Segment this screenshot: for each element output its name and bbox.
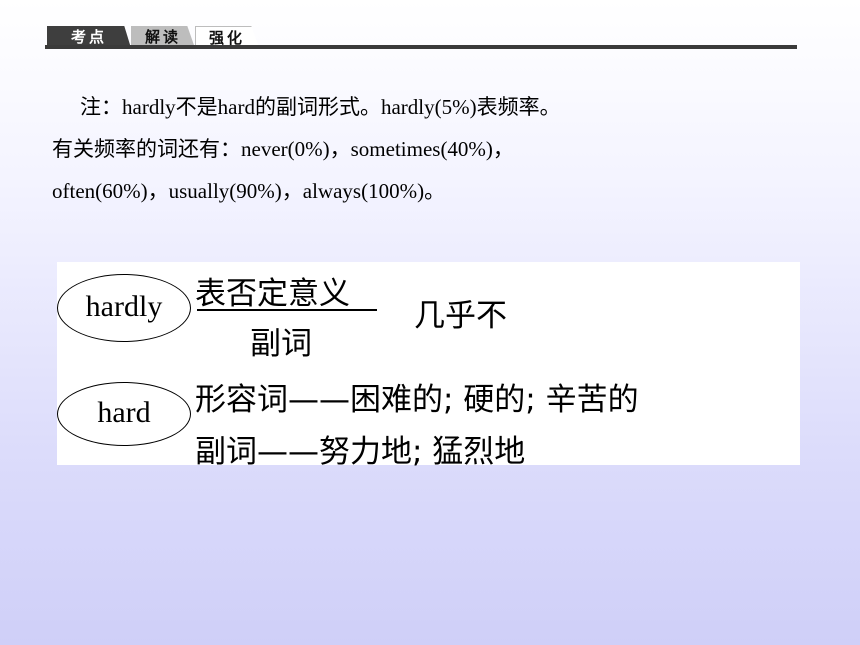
hardly-ellipse: hardly xyxy=(57,274,191,342)
fraction-line xyxy=(197,309,377,311)
tab-kaodian: 考点 xyxy=(47,26,131,48)
hardly-meaning: 几乎不 xyxy=(414,298,507,334)
note-line-3: often(60%)，usually(90%)，always(100%)。 xyxy=(52,179,446,203)
hardly-denominator: 副词 xyxy=(250,326,312,362)
tab-divider-line xyxy=(45,45,797,49)
hard-adjective-line: 形容词——困难的; 硬的; 辛苦的 xyxy=(195,382,639,418)
note-line-1: 注：hardly不是hard的副词形式。hardly(5%)表频率。 xyxy=(80,95,561,119)
note-paragraph: 注：hardly不是hard的副词形式。hardly(5%)表频率。 有关频率的… xyxy=(52,86,772,212)
note-line-2: 有关频率的词还有：never(0%)，sometimes(40%)， xyxy=(52,137,514,161)
hardly-hard-comparison-figure: hardly 表否定意义 副词 几乎不 hard 形容词——困难的; 硬的; 辛… xyxy=(57,262,800,470)
hard-adverb-line: 副词——努力地; 猛烈地 xyxy=(195,434,526,470)
hard-ellipse: hard xyxy=(57,382,191,446)
tab-qianghua: 强化 xyxy=(195,26,259,48)
tab-jiedu: 解读 xyxy=(131,26,195,48)
hardly-numerator: 表否定意义 xyxy=(195,276,350,312)
section-tab-bar: 考点 解读 强化 xyxy=(45,24,797,50)
